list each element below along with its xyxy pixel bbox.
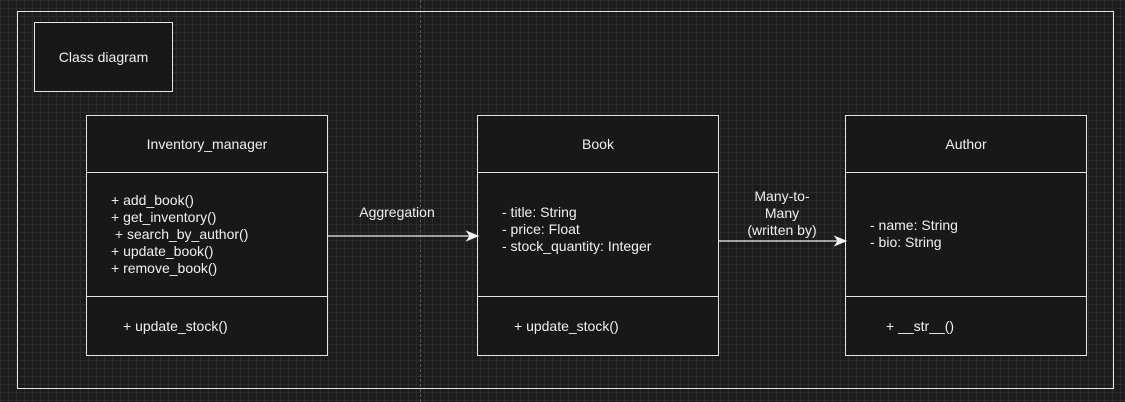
attribute-name: - name: String xyxy=(870,216,958,233)
class-name: Author xyxy=(945,136,987,152)
edge-label-aggregation: Aggregation xyxy=(346,204,448,221)
diagram-frame[interactable] xyxy=(17,11,1114,389)
class-name-section: Author xyxy=(846,116,1086,173)
class-book[interactable]: Book - title: String - price: Float - st… xyxy=(477,115,719,356)
attribute-price: - price: Float xyxy=(502,221,580,237)
operation-update-stock: + update_stock() xyxy=(514,317,619,334)
class-name-section: Inventory_manager xyxy=(87,116,327,173)
class-author[interactable]: Author - name: String - bio: String + __… xyxy=(845,115,1087,356)
method-remove-book: + remove_book() xyxy=(111,260,218,276)
diagram-title: Class diagram xyxy=(58,49,149,65)
edge-label-text: Aggregation xyxy=(359,204,435,220)
edge-label-line: (written by) xyxy=(747,222,817,238)
method-get-inventory: + get_inventory() xyxy=(111,209,217,225)
operation-str: + __str__() xyxy=(886,317,955,334)
method-search-by-author: + search_by_author() xyxy=(111,226,249,242)
attribute-title: - title: String xyxy=(502,204,577,220)
class-operations-section: + update_stock() xyxy=(478,297,718,355)
method-update-book: + update_book() xyxy=(111,243,214,259)
class-attributes-section: - name: String - bio: String xyxy=(846,173,1086,297)
page-break-guide xyxy=(420,0,421,402)
class-name-section: Book xyxy=(478,116,718,173)
class-methods-section: + add_book() + get_inventory() + search_… xyxy=(87,173,327,297)
edge-label-many-to-many: Many-to- Many (written by) xyxy=(732,188,832,239)
class-inventory-manager[interactable]: Inventory_manager + add_book() + get_inv… xyxy=(86,115,328,356)
edge-written-by[interactable] xyxy=(719,235,848,247)
class-name: Inventory_manager xyxy=(146,136,268,152)
attribute-bio: - bio: String xyxy=(870,233,942,250)
edge-aggregation[interactable] xyxy=(328,230,480,242)
edge-label-line: Many xyxy=(764,205,800,221)
method-add-book: + add_book() xyxy=(111,192,194,208)
attribute-stock-quantity: - stock_quantity: Integer xyxy=(502,238,652,254)
diagram-title-box[interactable]: Class diagram xyxy=(34,22,173,92)
class-operations-section: + update_stock() xyxy=(87,297,327,355)
edge-label-line: Many-to- xyxy=(754,188,810,204)
class-operations-section: + __str__() xyxy=(846,297,1086,355)
class-attributes-section: - title: String - price: Float - stock_q… xyxy=(478,173,718,297)
class-name: Book xyxy=(582,136,614,152)
operation-update-stock: + update_stock() xyxy=(123,317,228,334)
